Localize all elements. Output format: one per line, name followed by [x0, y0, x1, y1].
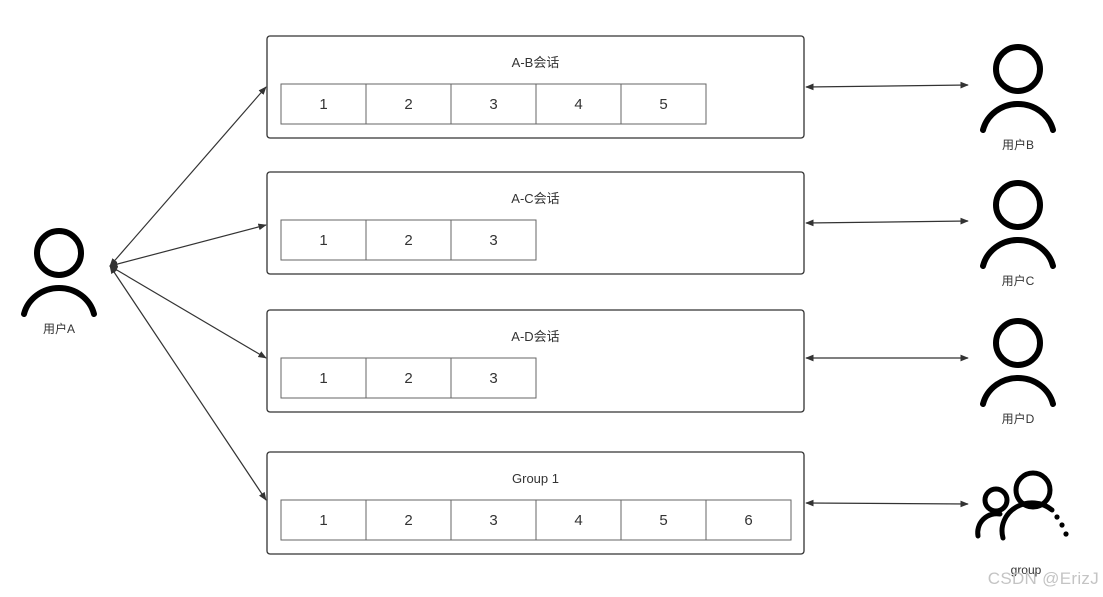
message-cell-label: 3 — [489, 512, 497, 529]
user-a-label: 用户A — [43, 321, 75, 336]
message-cell-label: 1 — [319, 512, 327, 529]
peer-label: 用户B — [1002, 137, 1034, 152]
message-cell: 5 — [620, 499, 707, 541]
message-cell-label: 6 — [744, 512, 752, 529]
person-icon — [980, 318, 1056, 407]
message-cell-label: 2 — [404, 370, 412, 387]
message-cell: 2 — [365, 83, 452, 125]
session-box: Group 1 1 2 3 4 5 6 — [266, 451, 805, 555]
message-cell: 4 — [535, 83, 622, 125]
message-cell: 5 — [620, 83, 707, 125]
message-cell-label: 3 — [489, 370, 497, 387]
peer-label: group — [1011, 563, 1042, 577]
session-box: A-C会话 1 2 3 — [266, 171, 805, 275]
session-title: Group 1 — [512, 471, 559, 486]
message-cell: 1 — [280, 219, 367, 261]
message-cell-label: 2 — [404, 512, 412, 529]
message-cell-label: 3 — [489, 96, 497, 113]
message-cell: 3 — [450, 83, 537, 125]
message-cell: 1 — [280, 83, 367, 125]
session-box: A-B会话 1 2 3 4 5 — [266, 35, 805, 139]
person-icon — [980, 180, 1056, 269]
connector-session-to-peer — [805, 499, 969, 508]
message-cell-label: 3 — [489, 232, 497, 249]
message-cell-label: 4 — [574, 96, 582, 113]
peer-label: 用户C — [1002, 273, 1035, 288]
session-title: A-B会话 — [512, 55, 560, 70]
message-cell: 3 — [450, 219, 537, 261]
session-title: A-C会话 — [511, 191, 559, 206]
message-cell-label: 1 — [319, 232, 327, 249]
message-cell: 4 — [535, 499, 622, 541]
message-cell: 1 — [280, 357, 367, 399]
message-cell-label: 1 — [319, 370, 327, 387]
connector-user-a-to-session — [109, 86, 267, 267]
message-cell-label: 2 — [404, 96, 412, 113]
connector-user-a-to-session — [109, 265, 267, 501]
message-cell: 2 — [365, 219, 452, 261]
connector-user-a-to-session — [109, 265, 267, 359]
group-icon — [975, 470, 1069, 541]
connector-session-to-peer — [805, 81, 969, 91]
message-cell: 1 — [280, 499, 367, 541]
message-cell-label: 2 — [404, 232, 412, 249]
message-cell: 3 — [450, 499, 537, 541]
connector-user-a-to-session — [109, 223, 267, 268]
watermark: CSDN @ErizJ — [987, 569, 1099, 588]
connector-session-to-peer — [805, 217, 969, 227]
message-cell: 3 — [450, 357, 537, 399]
message-cell-label: 5 — [659, 512, 667, 529]
person-icon — [980, 44, 1056, 133]
message-cell-label: 1 — [319, 96, 327, 113]
person-icon — [21, 228, 97, 317]
message-cell: 6 — [705, 499, 792, 541]
session-title: A-D会话 — [511, 329, 559, 344]
peer-label: 用户D — [1002, 411, 1035, 426]
message-cell-label: 4 — [574, 512, 582, 529]
message-cell-label: 5 — [659, 96, 667, 113]
message-cell: 2 — [365, 357, 452, 399]
session-box: A-D会话 1 2 3 — [266, 309, 805, 413]
message-cell: 2 — [365, 499, 452, 541]
